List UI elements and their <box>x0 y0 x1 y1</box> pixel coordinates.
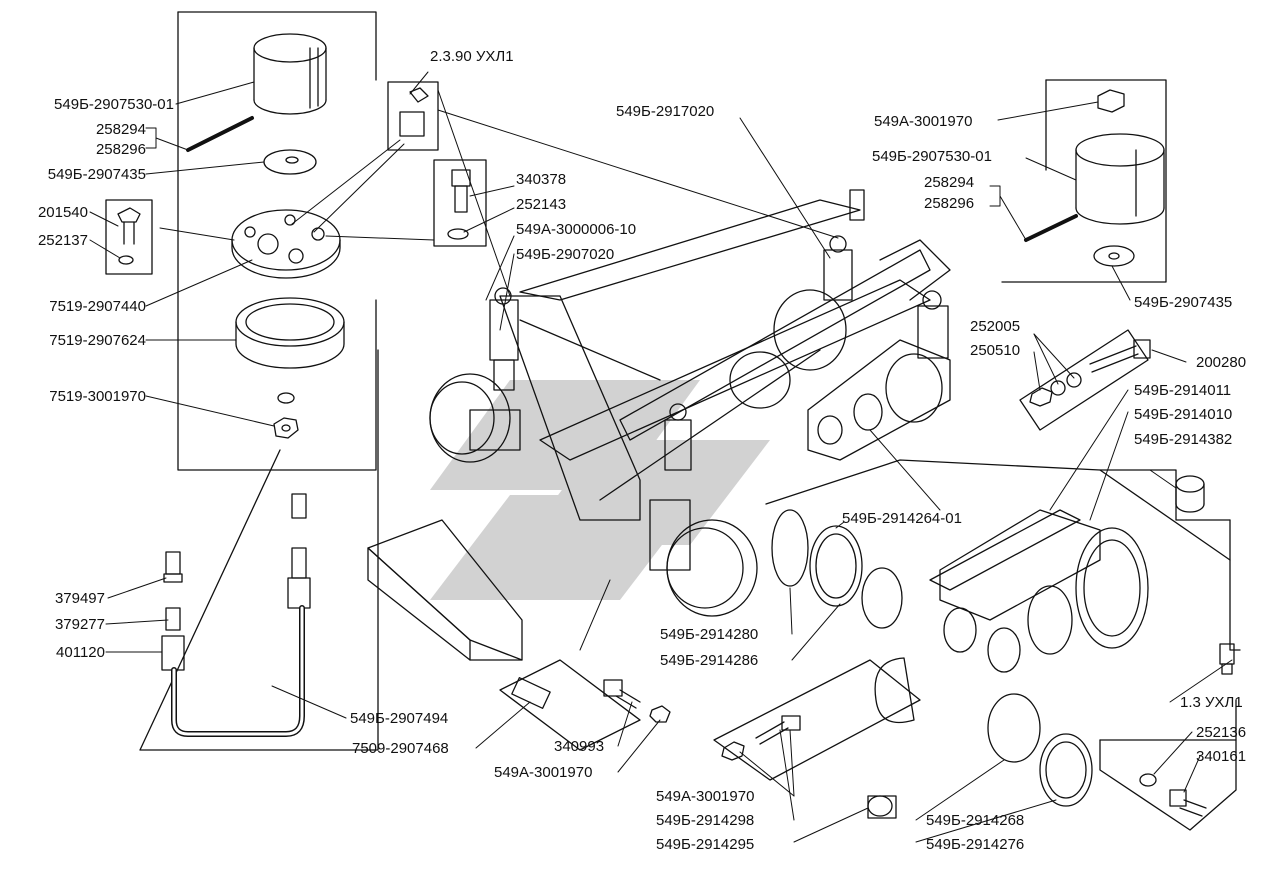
label-200280: 200280 <box>1196 354 1247 371</box>
callout-frame-lower-right <box>1099 469 1241 831</box>
label-252136: 252136 <box>1196 724 1247 741</box>
label-549b-2917020: 549Б-2917020 <box>616 103 715 120</box>
main-frame <box>367 189 951 661</box>
label-549b-2914280: 549Б-2914280 <box>660 626 759 643</box>
label-549b-2914011: 549Б-2914011 <box>1134 382 1232 399</box>
grease-fitting-elbow <box>399 87 429 137</box>
label-2390-uhl1: 2.3.90 УХЛ1 <box>430 48 514 65</box>
bottom-seal-rings <box>987 693 1093 807</box>
right-arm <box>807 339 951 461</box>
label-201540: 201540 <box>37 204 88 221</box>
callout-frame-left <box>139 11 379 751</box>
leader-lines <box>89 71 1233 843</box>
grease-line <box>161 493 311 737</box>
bolt-549b-2914298 <box>721 715 801 761</box>
bushing-left <box>253 33 327 115</box>
label-549b-2914264-01: 549Б-2914264-01 <box>842 510 962 527</box>
washer-left <box>263 149 317 175</box>
callout-frame-bolt-201540 <box>105 199 153 275</box>
bolt-340378 <box>447 169 471 240</box>
callout-frame-grease-fitting <box>387 81 439 151</box>
bolt-200280 <box>1029 339 1151 407</box>
label-252143: 252143 <box>516 196 567 213</box>
bearing-half <box>874 657 915 724</box>
callout-frame-middle <box>765 459 1231 561</box>
label-549b-2914382: 549Б-2914382 <box>1134 431 1233 448</box>
seal-rings <box>771 509 903 629</box>
label-549b-2914286: 549Б-2914286 <box>660 652 759 669</box>
grease-fitting-13-uhl1 <box>1219 643 1235 675</box>
watermark-logo <box>430 380 770 600</box>
housing-549b-2914010 <box>929 509 1149 673</box>
label-549b-2907494: 549Б-2907494 <box>350 710 449 727</box>
label-7519-2907624: 7519-2907624 <box>49 332 146 349</box>
label-252005: 252005 <box>970 318 1021 335</box>
label-258294-right: 258294 <box>924 174 975 191</box>
label-7519-2907440: 7519-2907440 <box>49 298 146 315</box>
label-549a-3000006-10: 549А-3000006-10 <box>516 221 637 238</box>
left-hub <box>429 287 521 463</box>
label-7519-3001970: 7519-3001970 <box>49 388 146 405</box>
label-549b-2914010: 549Б-2914010 <box>1134 406 1233 423</box>
label-340378: 340378 <box>516 171 567 188</box>
label-250510: 250510 <box>970 342 1021 359</box>
callout-frame-bottom-bolt <box>713 659 921 781</box>
label-340993: 340993 <box>554 738 605 755</box>
label-549b-2907435-left: 549Б-2907435 <box>47 166 146 183</box>
label-549b-2907530-01-left: 549Б-2907530-01 <box>54 96 174 113</box>
bearing-ring-left <box>235 297 345 369</box>
right-king-pin <box>917 290 949 359</box>
bushing-549b-2914382 <box>1175 475 1205 513</box>
washer-right <box>1093 245 1135 267</box>
callout-frame-right <box>1001 79 1167 283</box>
bushing-7509-2907468 <box>511 677 551 709</box>
bushing-549b-2914295 <box>867 795 897 819</box>
label-258296-left: 258296 <box>95 141 146 158</box>
center-hub <box>649 403 758 617</box>
label-549b-2914276: 549Б-2914276 <box>926 836 1025 853</box>
nut-right <box>1097 89 1125 113</box>
label-549b-2907020: 549Б-2907020 <box>516 246 615 263</box>
label-13-uhl1: 1.3 УХЛ1 <box>1180 694 1243 711</box>
bolt-340993 <box>603 679 671 723</box>
label-258294-left: 258294 <box>95 121 146 138</box>
label-549a-3001970-right: 549А-3001970 <box>874 113 973 130</box>
label-258296-right: 258296 <box>924 195 975 212</box>
callout-frame-bottom-left <box>499 659 641 751</box>
label-379277: 379277 <box>54 616 105 633</box>
callout-frame-bolt-200280 <box>1019 329 1149 431</box>
flange-plate-left <box>231 209 341 279</box>
bolt-201540 <box>117 207 141 265</box>
label-549a-3001970-bottom: 549А-3001970 <box>494 764 593 781</box>
callout-frame-bolt-340378 <box>433 159 487 247</box>
label-340161: 340161 <box>1196 748 1247 765</box>
bushing-right <box>1075 133 1165 225</box>
label-379497: 379497 <box>54 590 105 607</box>
label-252137: 252137 <box>37 232 88 249</box>
label-549b-2914268: 549Б-2914268 <box>926 812 1025 829</box>
label-549b-2907530-01-right: 549Б-2907530-01 <box>872 148 992 165</box>
nut-left <box>273 417 299 439</box>
pin-right <box>1024 214 1078 242</box>
label-7509-2907468: 7509-2907468 <box>352 740 449 757</box>
bolt-340161 <box>1139 773 1207 817</box>
pin-left <box>186 116 254 152</box>
label-401120: 401120 <box>56 644 105 661</box>
label-549b-2907435-right: 549Б-2907435 <box>1134 294 1233 311</box>
label-549a-3001970-br: 549А-3001970 <box>656 788 755 805</box>
upper-king-pin <box>729 235 853 409</box>
label-549b-2914295: 549Б-2914295 <box>656 836 755 853</box>
small-washer-left <box>277 392 295 404</box>
label-549b-2914298: 549Б-2914298 <box>656 812 755 829</box>
